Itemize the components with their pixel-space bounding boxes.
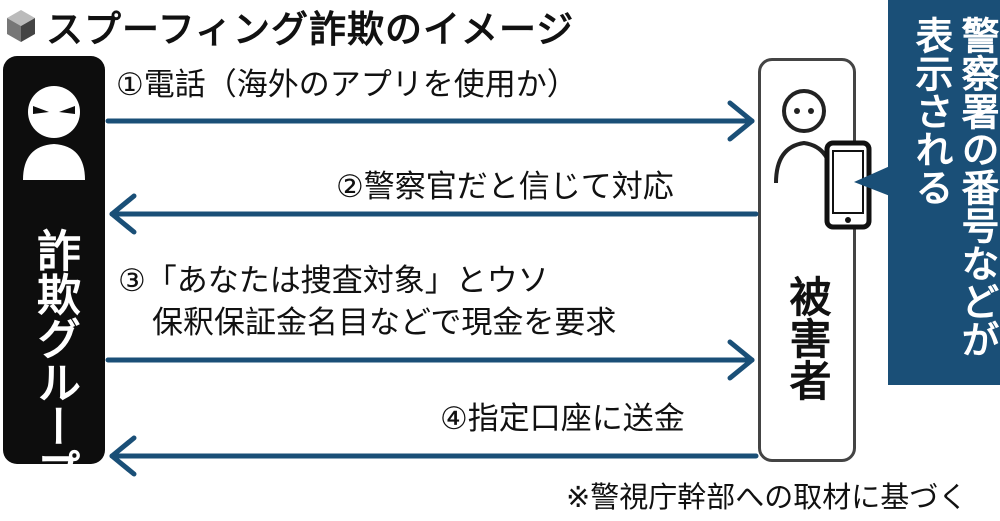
arrow-transfer-to-scammer xyxy=(109,435,759,477)
callout-text: 警察署の番号などが表示される xyxy=(909,16,999,358)
cube-icon xyxy=(7,10,35,42)
arrow-response-to-scammer xyxy=(109,193,759,235)
person-icon xyxy=(774,89,834,184)
page-title: スプーフィング詐欺のイメージ xyxy=(46,8,575,51)
callout-pointer xyxy=(854,166,890,196)
step-1-label: ①電話（海外のアプリを使用か） xyxy=(116,67,578,103)
source-footnote: ※警視庁幹部への取材に基づく xyxy=(566,480,968,514)
title-bar: スプーフィング詐欺のイメージ xyxy=(6,4,574,51)
victim-label: 被害者 xyxy=(783,275,832,401)
arrow-demand-to-victim xyxy=(105,339,755,381)
step-4-label: ④指定口座に送金 xyxy=(440,401,685,437)
caller-id-callout: 警察署の番号などが表示される xyxy=(888,0,1000,385)
step-2-label: ②警察官だと信じて対応 xyxy=(336,169,674,205)
step-3-label-line1: ③「あなたは捜査対象」とウソ xyxy=(118,263,549,299)
victim-box: 被害者 xyxy=(758,58,856,462)
scammer-group-box: 詐欺グループ xyxy=(3,56,105,492)
arrow-call-to-victim xyxy=(105,100,755,142)
masked-person-icon xyxy=(23,86,85,180)
step-3-label-line2: 保釈保証金名目などで現金を要求 xyxy=(152,305,617,341)
scammer-group-label: 詐欺グループ xyxy=(29,228,80,492)
smartphone-icon xyxy=(824,140,872,230)
